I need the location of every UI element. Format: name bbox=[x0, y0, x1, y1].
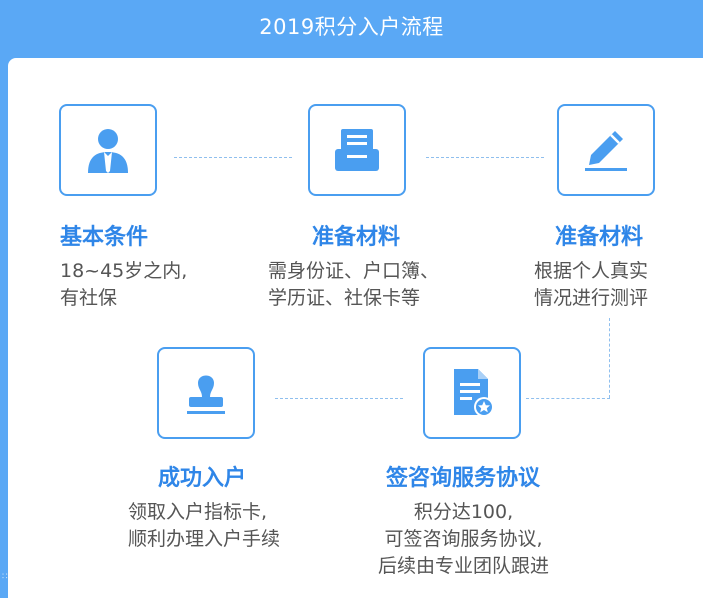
corner-mark: ∷ bbox=[2, 572, 8, 582]
step-2-icon-box bbox=[308, 104, 406, 196]
step-1-desc-line: 18~45岁之内, bbox=[60, 260, 188, 282]
step-1-desc: 18~45岁之内, 有社保 bbox=[60, 258, 187, 312]
step-5-icon-box bbox=[423, 347, 521, 439]
pencil-icon bbox=[581, 127, 631, 173]
connector-step2-step3 bbox=[426, 157, 544, 158]
step-4-icon-box bbox=[157, 347, 255, 439]
step-1-desc-line: 有社保 bbox=[60, 287, 118, 309]
step-4-title: 成功入户 bbox=[158, 466, 247, 491]
step-3-desc-line: 情况进行测评 bbox=[534, 287, 649, 309]
page-header: 2019积分入户流程 bbox=[0, 0, 703, 52]
step-4-desc: 领取入户指标卡, 顺利办理入户手续 bbox=[128, 499, 280, 553]
step-2-desc-line: 学历证、社保卡等 bbox=[268, 287, 421, 309]
step-5-title: 签咨询服务协议 bbox=[386, 466, 541, 491]
step-2-desc-line: 需身份证、户口簿、 bbox=[268, 260, 440, 282]
agreement-badge-icon bbox=[448, 367, 496, 419]
step-3-icon-box bbox=[557, 104, 655, 196]
step-5-desc-line: 积分达100, bbox=[413, 501, 514, 523]
stamp-icon bbox=[185, 369, 227, 417]
step-2-title: 准备材料 bbox=[312, 225, 401, 250]
step-4-desc-line: 顺利办理入户手续 bbox=[128, 528, 281, 550]
step-1-icon-box bbox=[59, 104, 157, 196]
user-icon bbox=[86, 125, 130, 175]
step-5-desc: 积分达100, 可签咨询服务协议, 后续由专业团队跟进 bbox=[378, 499, 549, 580]
step-3-desc: 根据个人真实 情况进行测评 bbox=[534, 258, 648, 312]
step-2-desc: 需身份证、户口簿、 学历证、社保卡等 bbox=[268, 258, 439, 312]
connector-to-step5 bbox=[526, 398, 610, 399]
connector-step1-step2 bbox=[174, 157, 292, 158]
step-3-desc-line: 根据个人真实 bbox=[534, 260, 649, 282]
step-3-title: 准备材料 bbox=[555, 225, 644, 250]
connector-step3-down bbox=[609, 318, 610, 398]
connector-step5-step4 bbox=[275, 398, 403, 399]
step-5-desc-line: 后续由专业团队跟进 bbox=[378, 555, 550, 577]
page-title: 2019积分入户流程 bbox=[259, 15, 444, 39]
step-5-desc-line: 可签咨询服务协议, bbox=[384, 528, 543, 550]
document-tray-icon bbox=[333, 127, 381, 173]
step-1-title: 基本条件 bbox=[60, 225, 149, 250]
step-4-desc-line: 领取入户指标卡, bbox=[128, 501, 268, 523]
